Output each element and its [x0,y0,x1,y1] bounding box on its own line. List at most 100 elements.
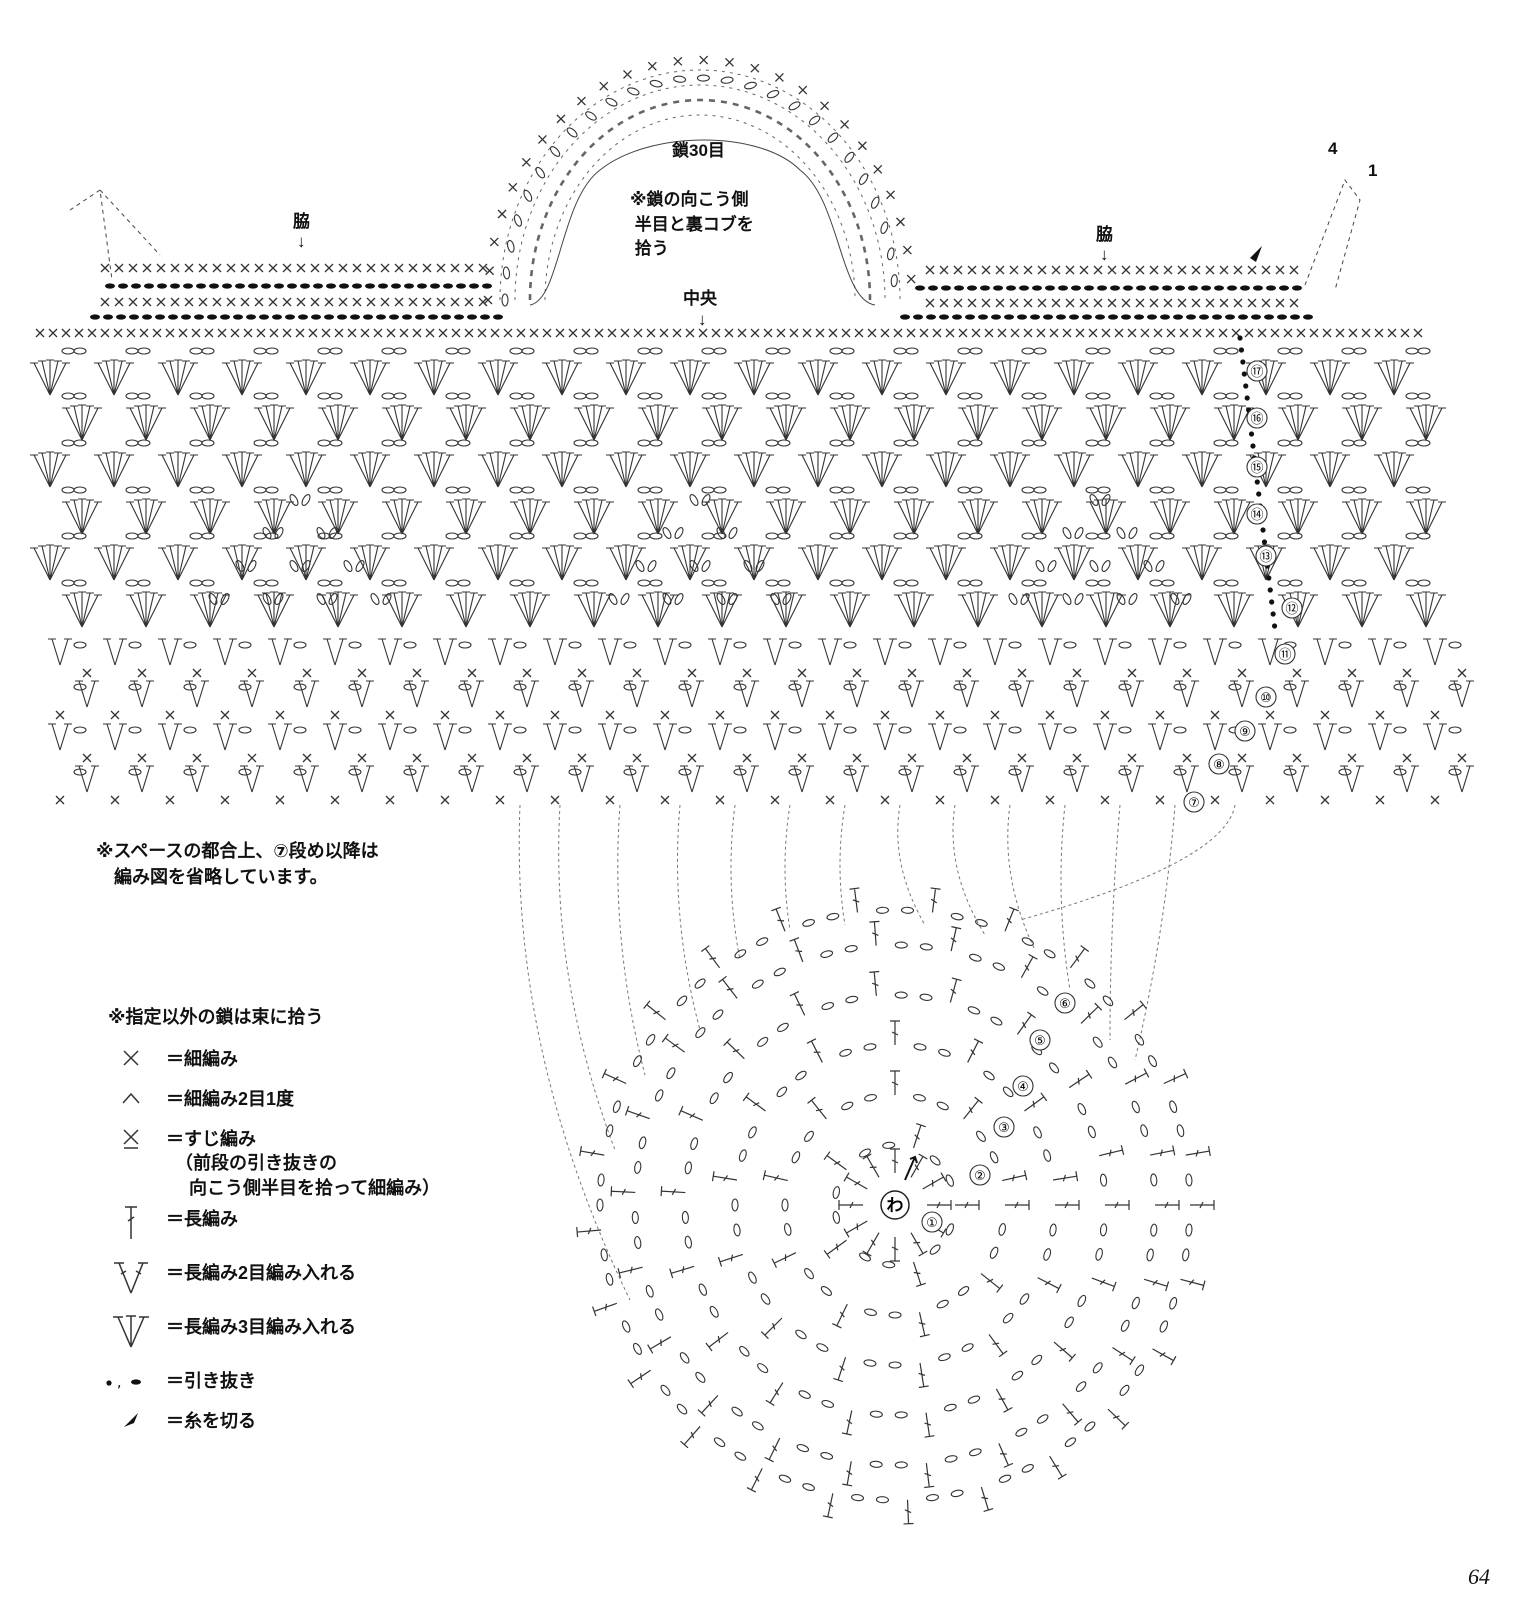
bag-body-rows [29,263,1475,805]
dc-mark [908,1259,927,1288]
dc-mark [843,1216,871,1238]
dc-fan-mark [893,404,935,441]
dc-v-mark [349,680,375,708]
sc-mark [958,328,968,338]
sc-mark [1127,753,1137,763]
sc-mark [1140,328,1150,338]
chain-mark [1289,392,1303,400]
chain-mark [457,532,471,540]
chain-mark [73,486,87,494]
chain-mark [1031,1125,1044,1140]
sc-mark [198,263,208,273]
chain-mark [458,641,472,649]
chain-mark [701,392,715,400]
chain-mark [445,392,459,400]
chain-mark [869,195,882,210]
chain-mark [802,1129,816,1144]
slip-stitch-mark [131,283,141,289]
chain-mark [793,1327,809,1341]
dc-mark [908,1122,927,1151]
sc-mark [1121,298,1131,308]
dc-v-mark [679,680,705,708]
dc-v-mark [267,723,293,751]
sc-mark [302,753,312,763]
sc-mark [1283,328,1293,338]
chain-mark [729,1405,745,1419]
dc-v-mark [1394,680,1420,708]
chain-mark [649,347,663,355]
sc-mark [599,81,609,91]
chain-mark [1018,591,1032,607]
side-label-left: 脇 [293,212,310,231]
dc-fan-mark [413,544,455,581]
dc-fan-mark [509,404,551,441]
center-arrow: ↓ [698,310,707,329]
sc-mark [841,328,851,338]
dc-mark [1120,1000,1147,1025]
chain-mark [457,392,471,400]
dc-fan-mark [509,498,551,535]
chain-mark [957,392,971,400]
chain-mark [238,641,252,649]
slip-stitch-mark [1149,285,1159,291]
omission-leader-lines [518,804,1236,1301]
chain-mark [348,641,362,649]
slip-stitch-mark [467,314,477,320]
chain-mark [1130,1295,1142,1311]
sc-mark [212,263,222,273]
chain-mark [988,1150,1000,1165]
dc-mark [1148,1144,1176,1161]
sc-mark [1233,298,1243,308]
slip-stitch-mark [1173,314,1183,320]
right-side-peak [1304,178,1361,291]
sc-mark [971,328,981,338]
dc-mark [1104,1199,1130,1211]
chain-mark [568,726,582,734]
sc-mark [1155,710,1165,720]
dc-fan-mark [573,591,615,628]
sc-mark [226,263,236,273]
dc-fan-mark [605,359,647,396]
chain-mark [1021,347,1035,355]
dc-mark [841,1459,857,1487]
chain-mark [697,1282,709,1297]
sc-mark [687,753,697,763]
chain-mark [658,1383,673,1398]
chain-mark [774,1084,789,1099]
dc-mark [901,1498,915,1525]
chain-mark [844,944,859,954]
dc-fan-mark [1341,498,1383,535]
chain-mark [457,486,471,494]
chain-mark [1173,641,1187,649]
dc-v-mark [1312,638,1338,666]
sc-mark [212,297,222,307]
sc-mark [1177,298,1187,308]
dc-fan-mark [861,359,903,396]
chain-mark [890,273,899,288]
chain-mark [393,347,407,355]
chain-mark [637,1135,648,1150]
slip-stitch-mark [1240,285,1250,291]
dc-v-mark [1339,680,1365,708]
dc-v-mark [102,638,128,666]
dc-v-mark [652,638,678,666]
sc-mark [1261,265,1271,275]
chain-mark [893,439,907,447]
slip-stitch-mark [207,314,217,320]
sc-mark [1270,328,1280,338]
dc-v-mark [1449,680,1475,708]
start-arrow [904,1155,918,1181]
chain-mark [801,917,816,929]
chain-mark [393,532,407,540]
sc-mark [907,753,917,763]
slip-stitch-mark [274,283,284,289]
chain-mark [840,1100,855,1112]
sc-mark [412,328,422,338]
chain-mark [265,579,279,587]
dc-fan-mark [61,498,103,535]
slip-stitch-mark [233,314,243,320]
chain-mark [1087,558,1101,574]
dc-v-mark [487,723,513,751]
sc-mark [750,63,760,73]
chain-mark [1149,439,1163,447]
